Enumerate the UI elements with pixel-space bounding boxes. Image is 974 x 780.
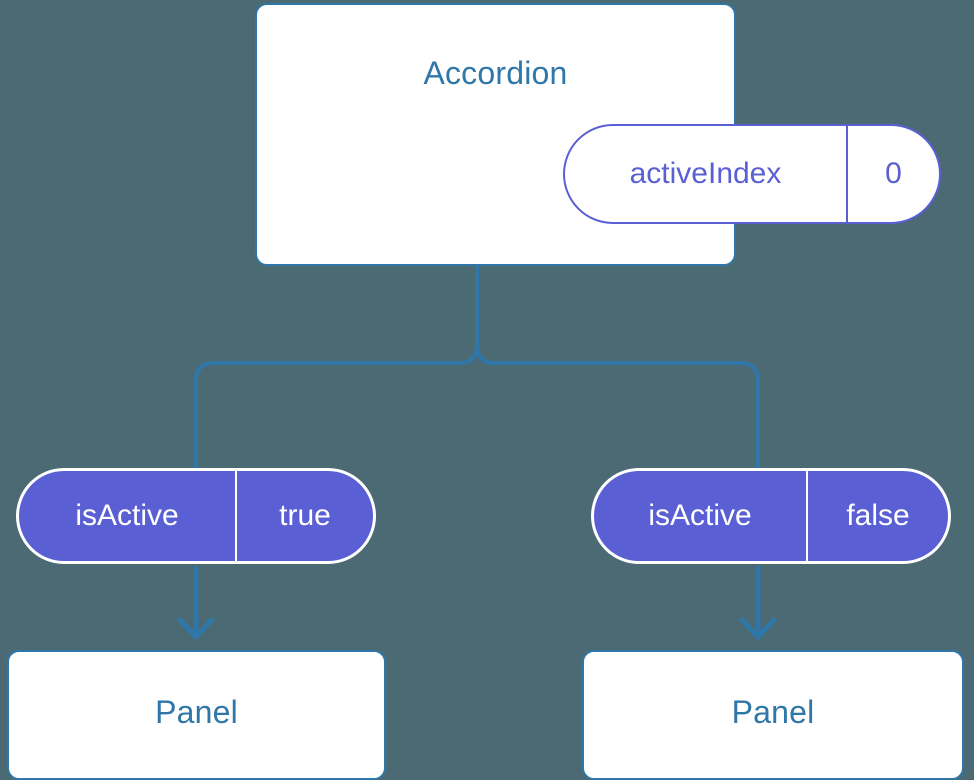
connector-root-to-right-branch [475, 264, 760, 472]
component-title-panel-right: Panel [731, 694, 815, 730]
component-title-panel-left: Panel [155, 694, 238, 730]
prop-pill-value: true [235, 471, 373, 561]
arrow-right-head-icon [739, 617, 777, 640]
component-card-panel-left[interactable]: Panel [7, 650, 386, 780]
state-pill-active-index[interactable]: activeIndex 0 [563, 124, 941, 224]
prop-pill-value: false [806, 471, 948, 561]
prop-pill-is-active-left[interactable]: isActive true [16, 468, 376, 564]
prop-pill-is-active-right[interactable]: isActive false [591, 468, 951, 564]
connector-root-to-left-branch [194, 264, 479, 472]
prop-pill-key: isActive [75, 499, 179, 532]
component-card-accordion[interactable]: Accordion activeIndex 0 [255, 3, 941, 266]
prop-pill-key: isActive [648, 499, 752, 532]
component-card-panel-right[interactable]: Panel [582, 650, 964, 780]
state-pill-value: 0 [846, 126, 939, 222]
state-pill-key: activeIndex [629, 157, 782, 190]
component-title-accordion: Accordion [423, 55, 568, 91]
arrow-left-head-icon [177, 617, 215, 640]
